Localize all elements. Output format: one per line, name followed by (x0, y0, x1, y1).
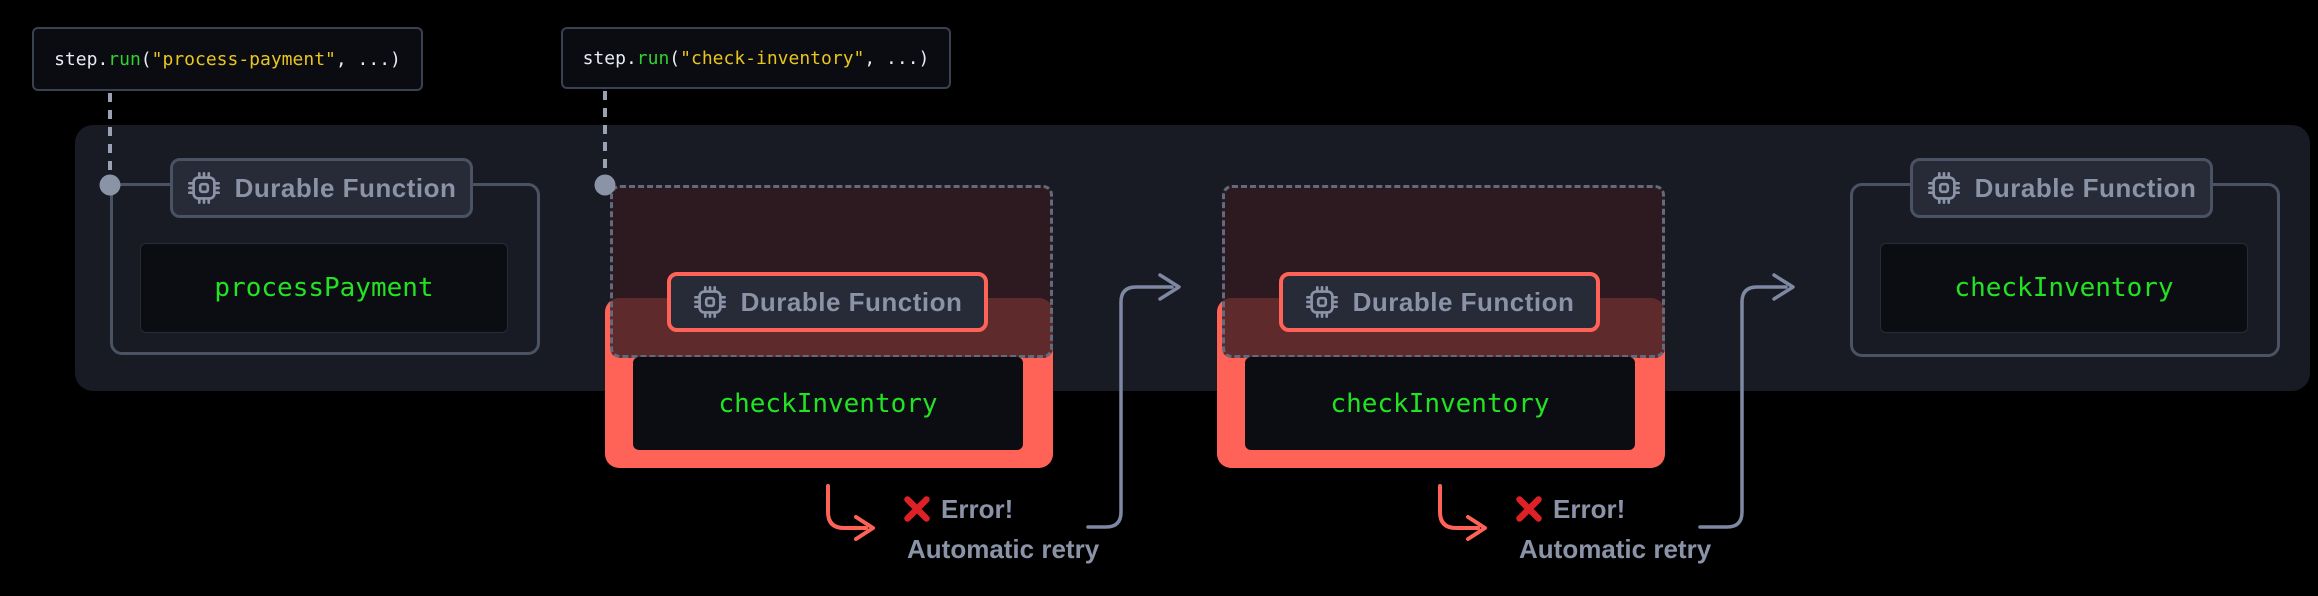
retry-label: Automatic retry (1519, 534, 1712, 564)
function-name: checkInventory (1330, 388, 1550, 419)
function-name-box-4: checkInventory (1880, 243, 2248, 333)
error-label: Error! (1553, 493, 1626, 524)
cpu-chip-icon (1305, 286, 1338, 318)
cpu-chip-icon (187, 172, 220, 204)
durable-function-badge-1: Durable Function (170, 158, 473, 218)
function-name-box-3: checkInventory (1245, 357, 1635, 450)
code-open-paren: ( (669, 47, 681, 69)
badge-label: Durable Function (234, 172, 457, 203)
cross-mark-icon (904, 496, 930, 522)
function-name: checkInventory (718, 388, 938, 419)
code-method: run (108, 48, 141, 70)
badge-label: Durable Function (1974, 172, 2197, 203)
function-name-box-1: processPayment (140, 243, 508, 333)
code-object: step (54, 48, 98, 70)
cpu-chip-icon (1927, 172, 1960, 204)
code-dot: . (97, 48, 109, 70)
retry-annotation-2: Automatic retry (1519, 534, 1711, 565)
code-method: run (636, 47, 670, 69)
error-annotation-2: Error! (1515, 492, 1625, 526)
cross-mark-icon (1516, 496, 1542, 522)
error-annotation-1: Error! (903, 492, 1013, 526)
code-argument: "check-inventory" (680, 47, 865, 69)
arrowhead (854, 515, 875, 541)
error-label: Error! (941, 493, 1014, 524)
function-name-box-2: checkInventory (633, 357, 1023, 450)
retry-label: Automatic retry (907, 534, 1100, 564)
badge-label: Durable Function (740, 286, 963, 317)
function-name: processPayment (214, 273, 434, 303)
arrowhead (1466, 515, 1487, 541)
code-dot: . (625, 47, 637, 69)
retry-annotation-1: Automatic retry (907, 534, 1099, 565)
code-label-process-payment: step.run("process-payment", ...) (32, 27, 423, 91)
code-close: , ...) (864, 47, 930, 69)
code-label-check-inventory: step.run("check-inventory", ...) (561, 27, 951, 89)
durable-function-badge-3: Durable Function (1279, 272, 1600, 332)
durable-function-badge-2: Durable Function (667, 272, 988, 332)
durable-function-badge-4: Durable Function (1910, 158, 2213, 218)
function-name: checkInventory (1954, 273, 2174, 303)
code-open-paren: ( (140, 48, 152, 70)
code-argument: "process-payment" (151, 48, 336, 70)
cpu-chip-icon (693, 286, 726, 318)
error-arrow-2 (1438, 484, 1487, 541)
code-close: , ...) (335, 48, 401, 70)
badge-label: Durable Function (1352, 286, 1575, 317)
error-arrow-1 (826, 484, 875, 541)
code-object: step (582, 47, 626, 69)
